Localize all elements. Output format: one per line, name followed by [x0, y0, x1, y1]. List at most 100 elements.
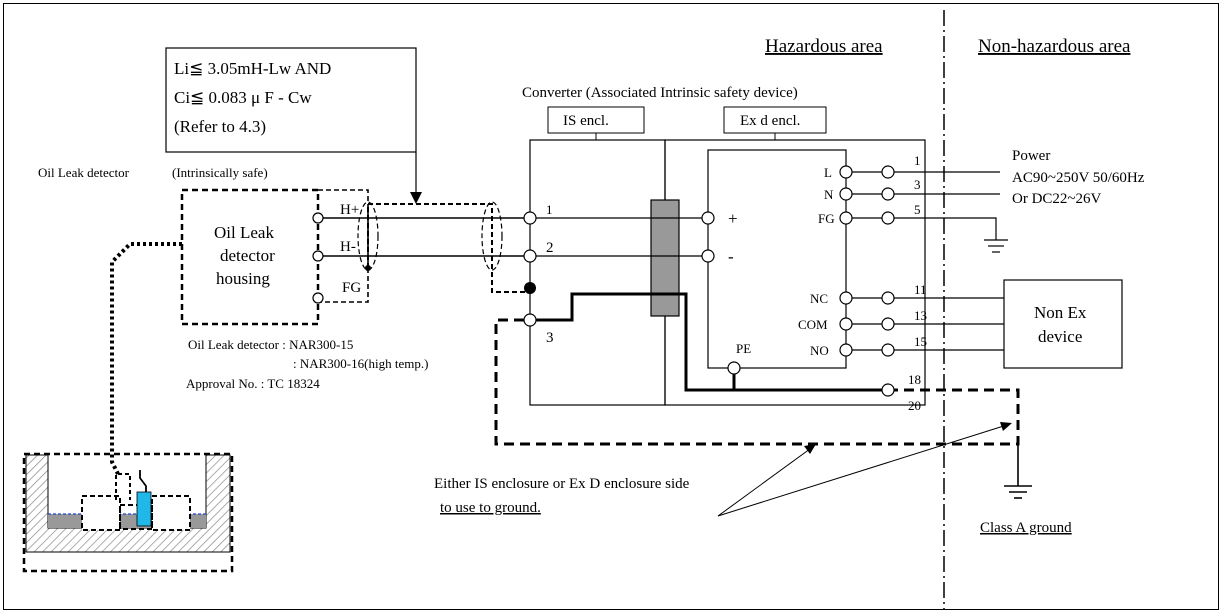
is-term-3-label: 3 [546, 330, 554, 346]
term-5-label: 5 [914, 202, 921, 217]
exd-term-NC[interactable] [839, 291, 853, 305]
outer-term-15[interactable] [881, 343, 895, 357]
spec-box [165, 47, 417, 153]
housing-line1: Oil Leak [214, 223, 274, 242]
ground-note-line1: Either IS enclosure or Ex D enclosure si… [434, 476, 690, 492]
non-ex-device [1003, 279, 1123, 369]
exd-term-N[interactable] [839, 187, 853, 201]
exd-encl-tag [723, 106, 827, 134]
is-enclosure [529, 139, 666, 406]
power-dc: Or DC22~26V [1012, 191, 1102, 207]
detector-label: Oil Leak detector [38, 165, 130, 180]
float-mid [119, 504, 153, 530]
det-fg-label: FG [342, 280, 361, 296]
is-terminal-1[interactable] [523, 211, 537, 225]
note-arrow-1 [717, 445, 815, 517]
cable-ellipse-left [357, 201, 379, 271]
sensor-stem-dashed [115, 473, 131, 500]
detector-cable [110, 242, 182, 475]
exd-term-NO[interactable] [839, 343, 853, 357]
detector-model-2: : NAR300-16(high temp.) [293, 356, 428, 371]
is-encl-label: IS encl. [563, 113, 609, 129]
detector-note: (Intrinsically safe) [172, 165, 268, 180]
L-label: L [824, 165, 832, 180]
non-hazardous-area-label: Non-hazardous area [978, 36, 1131, 57]
non-ex-line2: device [1038, 327, 1082, 346]
exd-term-COM[interactable] [839, 317, 853, 331]
term-13-label: 13 [914, 308, 927, 323]
det-terminal-hminus[interactable] [312, 250, 324, 262]
minus-label: - [728, 247, 734, 266]
outer-term-5[interactable] [881, 211, 895, 225]
is-terminal-3[interactable] [523, 313, 537, 327]
exd-terminal-minus[interactable] [701, 249, 715, 263]
is-terminal-ground-dot [524, 282, 536, 294]
exd-term-FG[interactable] [839, 211, 853, 225]
wire-shield-ground [367, 203, 526, 293]
float-left [81, 495, 121, 531]
term-11-label: 11 [914, 282, 927, 297]
COM-label: COM [798, 317, 828, 332]
shield-dot [365, 265, 371, 271]
exd-encl-label: Ex d encl. [740, 113, 800, 129]
outer-term-1[interactable] [881, 165, 895, 179]
det-h-plus-label: H+ [340, 202, 359, 218]
exd-terminal-plus[interactable] [701, 211, 715, 225]
plus-label: + [728, 209, 738, 228]
converter-title: Converter (Associated Intrinsic safety d… [522, 85, 798, 101]
det-terminal-hplus[interactable] [312, 212, 324, 224]
hazardous-area-label: Hazardous area [765, 36, 883, 57]
spec-arrowhead [410, 192, 422, 204]
ground-dashed-loop [494, 318, 1020, 446]
N-label: N [824, 187, 834, 202]
outer-term-11[interactable] [881, 291, 895, 305]
detector-model-1: Oil Leak detector : NAR300-15 [188, 337, 353, 352]
detector-side-box [318, 189, 369, 303]
sensor-body [136, 491, 152, 527]
exd-term-PE[interactable] [727, 361, 741, 375]
note-arrowhead-1 [804, 444, 816, 454]
outer-term-18-20[interactable] [881, 383, 895, 397]
spec-ci: Ci≦ 0.083 μ F - Cw [174, 88, 312, 107]
class-a-ground-label: Class A ground [980, 520, 1072, 536]
power-ac: AC90~250V 50/60Hz [1012, 170, 1145, 186]
term-20-label: 20 [908, 398, 921, 413]
term-3-label: 3 [914, 177, 921, 192]
diagram-frame [3, 3, 1219, 610]
exd-term-L[interactable] [839, 165, 853, 179]
FG-label: FG [818, 211, 835, 226]
note-arrowhead-2 [1000, 422, 1012, 431]
outer-term-3[interactable] [881, 187, 895, 201]
note-arrow-2 [717, 423, 1011, 517]
float-right [151, 495, 191, 531]
det-terminal-fg[interactable] [312, 292, 324, 304]
det-h-minus-label: H- [340, 239, 356, 255]
detector-approval: Approval No. : TC 18324 [186, 376, 320, 391]
PE-label: PE [736, 341, 751, 356]
tank-dashed-outline [22, 452, 234, 573]
term-15-label: 15 [914, 334, 927, 349]
power-title: Power [1012, 148, 1050, 164]
cable-ellipse-right [481, 201, 503, 271]
spec-refer: (Refer to 4.3) [174, 117, 266, 136]
is-term-2-label: 2 [546, 240, 554, 256]
housing-line3: housing [216, 269, 270, 288]
spec-li: Li≦ 3.05mH-Lw AND [174, 59, 331, 78]
term-1-label: 1 [914, 153, 921, 168]
is-encl-tag [547, 106, 645, 134]
barrier-body [650, 199, 680, 317]
wire-t5 [894, 217, 997, 240]
exd-enclosure-outer [664, 139, 926, 406]
term-18-label: 18 [908, 372, 921, 387]
is-terminal-2[interactable] [523, 249, 537, 263]
housing-line2: detector [220, 246, 275, 265]
non-ex-line1: Non Ex [1034, 303, 1087, 322]
outer-term-13[interactable] [881, 317, 895, 331]
ground-bold-path [536, 292, 888, 392]
ground-note-line2: to use to ground. [440, 500, 541, 516]
NC-label: NC [810, 291, 828, 306]
NO-label: NO [810, 343, 829, 358]
is-term-1-label: 1 [546, 202, 553, 217]
tank [25, 454, 231, 553]
